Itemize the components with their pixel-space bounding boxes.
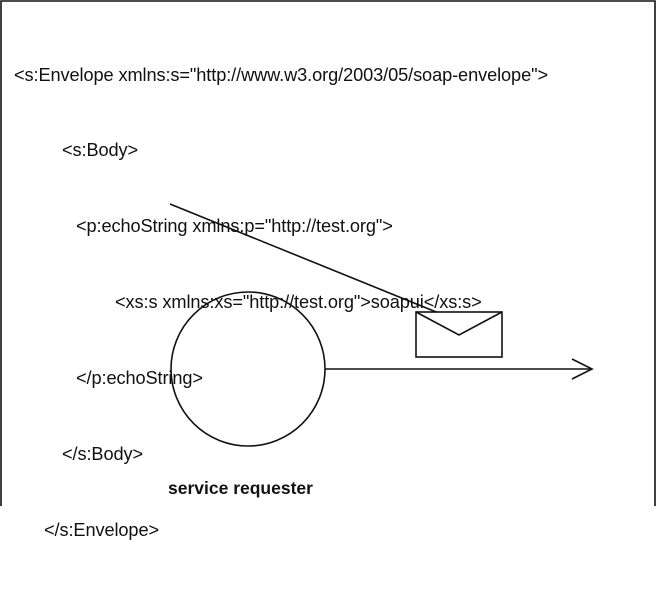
message-connector-line — [169, 203, 457, 321]
diagram-graphics — [0, 0, 656, 506]
xml-line-body-close: </s:Body> — [62, 444, 143, 465]
envelope-icon — [415, 311, 503, 358]
xml-line-envelope-open: <s:Envelope xmlns:s="http://www.w3.org/2… — [14, 64, 548, 85]
xml-line-envelope-close: </s:Envelope> — [44, 519, 159, 540]
xml-line-string-element: <xs:s xmlns:xs="http://test.org">soapui<… — [115, 292, 482, 313]
xml-line-body-open: <s:Body> — [62, 140, 139, 161]
diagram-canvas: <s:Envelope xmlns:s="http://www.w3.org/2… — [0, 0, 656, 540]
xml-line-echostring-open: <p:echoString xmlns:p="http://test.org"> — [76, 216, 393, 237]
frame-border — [0, 0, 656, 506]
soap-xml-message: <s:Envelope xmlns:s="http://www.w3.org/2… — [14, 12, 548, 594]
xml-line-echostring-close: </p:echoString> — [76, 368, 203, 389]
service-requester-label: service requester — [168, 478, 313, 498]
arrow-right-icon — [571, 358, 594, 380]
